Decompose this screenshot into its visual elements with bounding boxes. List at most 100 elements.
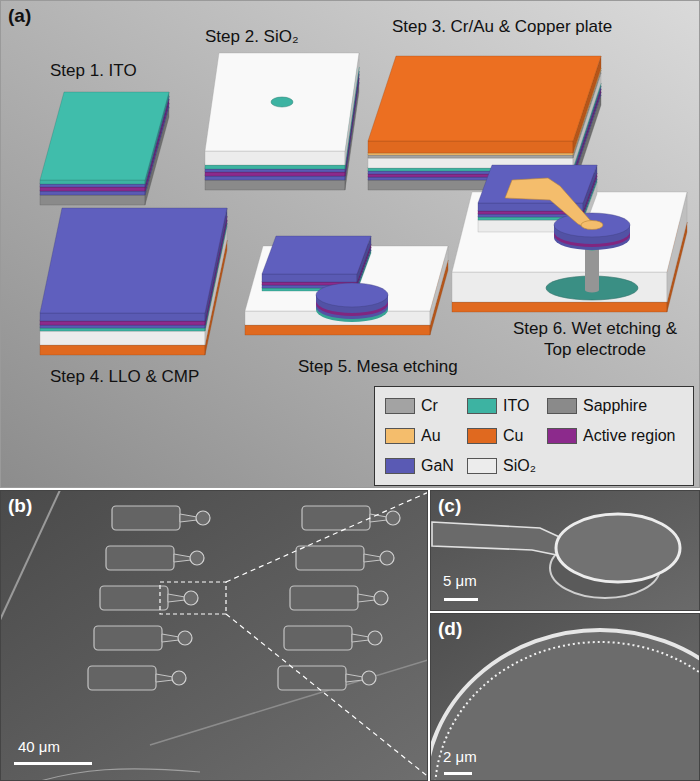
legend-entry: ITO [467, 397, 529, 415]
device-pad [88, 666, 156, 690]
sem-overview [0, 490, 428, 781]
device-pad [100, 586, 168, 610]
panel-label: (b) [8, 495, 420, 517]
legend-entry: Au [385, 427, 441, 445]
layer-top [40, 92, 169, 180]
layer-front [40, 191, 145, 195]
legend-entry: Cr [385, 397, 438, 415]
step-label: Step 5. Mesa etching [298, 356, 458, 377]
layer-front [40, 345, 205, 355]
layer-front [40, 325, 205, 328]
layer-front [205, 180, 345, 190]
figure-panel: (c) [430, 490, 700, 611]
rim-roughness [435, 642, 700, 781]
sem-edge [430, 630, 700, 781]
device-neck [358, 594, 375, 602]
layer-top [262, 236, 371, 274]
process-illustration [40, 53, 687, 355]
panel-background [0, 0, 700, 488]
legend-swatch [385, 458, 415, 474]
legend-swatch [385, 428, 415, 444]
layer-top [205, 53, 359, 151]
legend-swatch [467, 458, 497, 474]
disk-rim [430, 630, 700, 781]
legend-text: Sapphire [583, 397, 647, 415]
zoom-line [226, 614, 431, 779]
crack-line [150, 660, 428, 745]
step2-wafer [205, 53, 359, 190]
legend-swatch [385, 398, 415, 414]
scale-bar [14, 762, 92, 765]
device-disk [178, 631, 192, 645]
step-label: Step 2. SiO₂ [205, 26, 299, 47]
layer-top [368, 56, 601, 141]
debris-line [40, 769, 200, 781]
device-disk [362, 671, 376, 685]
device-neck [370, 514, 387, 522]
device-pad [290, 586, 358, 610]
step5-wafer [245, 236, 448, 335]
au-electrode [581, 221, 603, 230]
layer-front [205, 165, 345, 169]
layer-front [368, 155, 573, 158]
layer-front [368, 153, 573, 155]
sem-device [284, 626, 382, 650]
layer-front [40, 313, 205, 321]
sem-device [296, 546, 394, 570]
device-disk [190, 551, 204, 565]
legend-text: Active region [583, 427, 676, 445]
device-neck [346, 674, 363, 682]
scale-label: 40 μm [18, 738, 60, 757]
legend-entry: Active region [547, 427, 676, 445]
step-label: Step 6. Wet etching & Top electrode [500, 318, 690, 361]
step-label: Step 3. Cr/Au & Copper plate [392, 16, 612, 37]
zoom-line [226, 491, 431, 582]
device-pad [302, 506, 370, 530]
panel-label: (d) [438, 618, 692, 640]
step-label: Step 1. ITO [50, 60, 137, 81]
figure-panel: (b) [0, 490, 428, 781]
device-pad [278, 666, 346, 690]
scale-bar [444, 772, 472, 775]
layer-front [262, 274, 357, 282]
suspended-disk [556, 514, 680, 582]
layer-front [205, 169, 345, 172]
legend-text: Cu [503, 427, 523, 445]
device-pad [94, 626, 162, 650]
layer-front [245, 325, 430, 335]
sio2-opening [271, 97, 293, 107]
cylinder-top [316, 283, 388, 307]
device-disk [368, 631, 382, 645]
legend-text: Cr [421, 397, 438, 415]
device-neck [364, 554, 381, 562]
device-neck [174, 554, 191, 562]
layer-front [40, 328, 205, 331]
device-disk [196, 511, 210, 525]
electrode-neck [432, 522, 566, 556]
device-disk [380, 551, 394, 565]
layer-front [40, 187, 145, 191]
layer-front [452, 272, 667, 302]
layer-front [40, 331, 205, 345]
legend-entry: Cu [467, 427, 523, 445]
legend-entry: GaN [385, 457, 454, 475]
layer-front [205, 151, 345, 165]
layer-front [40, 195, 145, 205]
sem-device [106, 546, 204, 570]
device-pad [112, 506, 180, 530]
device-pad [284, 626, 352, 650]
layer-front [368, 141, 573, 153]
scale-label: 2 μm [443, 748, 477, 767]
step6-device [452, 165, 687, 312]
device-pad [296, 546, 364, 570]
layer-front [205, 172, 345, 176]
sem-device [290, 586, 388, 610]
device-disk [184, 591, 198, 605]
sem-device [278, 666, 376, 690]
device-neck [352, 634, 369, 642]
device-neck [168, 594, 185, 602]
layer-top [40, 208, 227, 313]
legend-text: ITO [503, 397, 529, 415]
device-pad [106, 546, 174, 570]
layer-front [40, 184, 145, 187]
